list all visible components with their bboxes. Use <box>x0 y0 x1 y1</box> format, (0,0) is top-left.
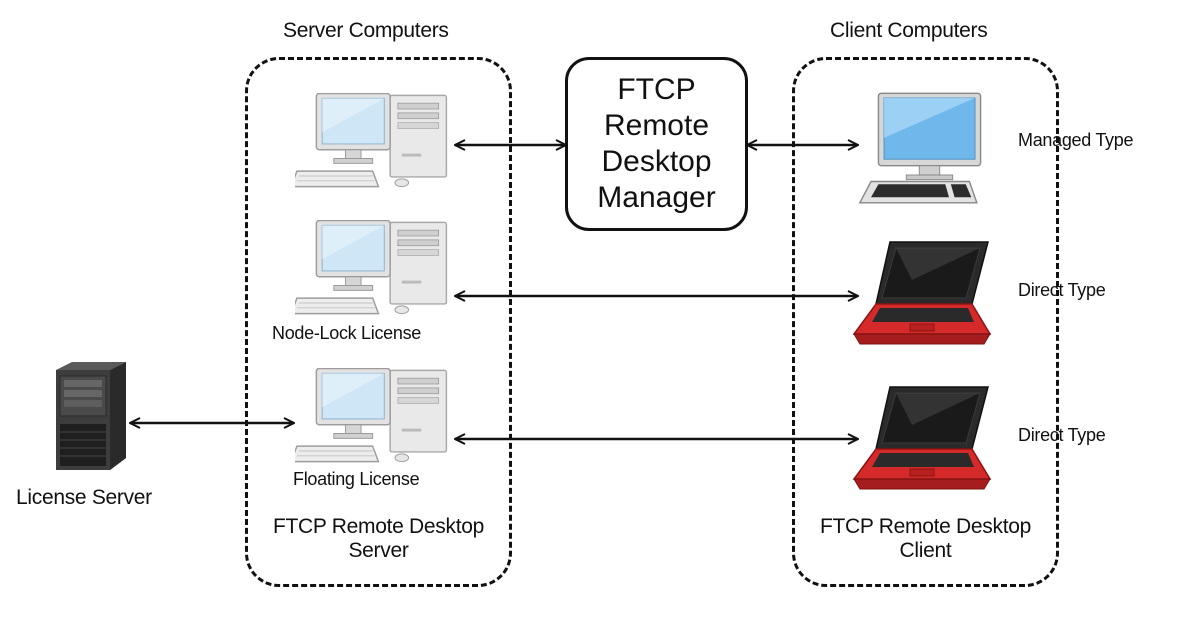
manager-label-line3: Desktop <box>601 145 712 178</box>
manager-label-line1: FTCP <box>617 73 696 106</box>
direct-type-label-1: Direct Type <box>1018 280 1106 300</box>
client-group-title: Client Computers <box>830 19 988 42</box>
server-computers-group <box>245 57 512 587</box>
client-footer-line2: Client <box>899 539 952 562</box>
manager-label-line4: Manager <box>597 181 716 214</box>
server-pc-1-desktop-pc-icon <box>295 93 448 188</box>
license-server-label: License Server <box>16 486 152 509</box>
client-computers-group <box>792 57 1059 587</box>
server-footer-label: FTCP Remote Desktop Server <box>245 515 512 563</box>
manager-label-line2: Remote <box>603 109 710 142</box>
server-footer-line2: Server <box>348 539 409 562</box>
client-footer-label: FTCP Remote Desktop Client <box>792 515 1059 563</box>
license-server-tower-server-icon <box>55 362 127 471</box>
managed-type-label: Managed Type <box>1018 130 1134 150</box>
remote-desktop-manager-box: FTCP Remote Desktop Manager <box>565 57 748 231</box>
server-pc-2-desktop-pc-icon <box>295 220 448 315</box>
client-direct-laptop-2-laptop-icon <box>853 386 991 490</box>
client-footer-line1: FTCP Remote Desktop <box>820 515 1031 538</box>
server-pc-3-desktop-pc-icon <box>295 368 448 463</box>
server-group-title: Server Computers <box>283 19 449 42</box>
client-direct-laptop-1-laptop-icon <box>853 241 991 345</box>
server-footer-line1: FTCP Remote Desktop <box>273 515 484 538</box>
client-managed-desktop-monitor-keyboard-icon <box>859 92 982 204</box>
floating-license-caption: Floating License <box>293 469 420 489</box>
direct-type-label-2: Direct Type <box>1018 425 1106 445</box>
node-lock-license-caption: Node-Lock License <box>272 323 421 343</box>
